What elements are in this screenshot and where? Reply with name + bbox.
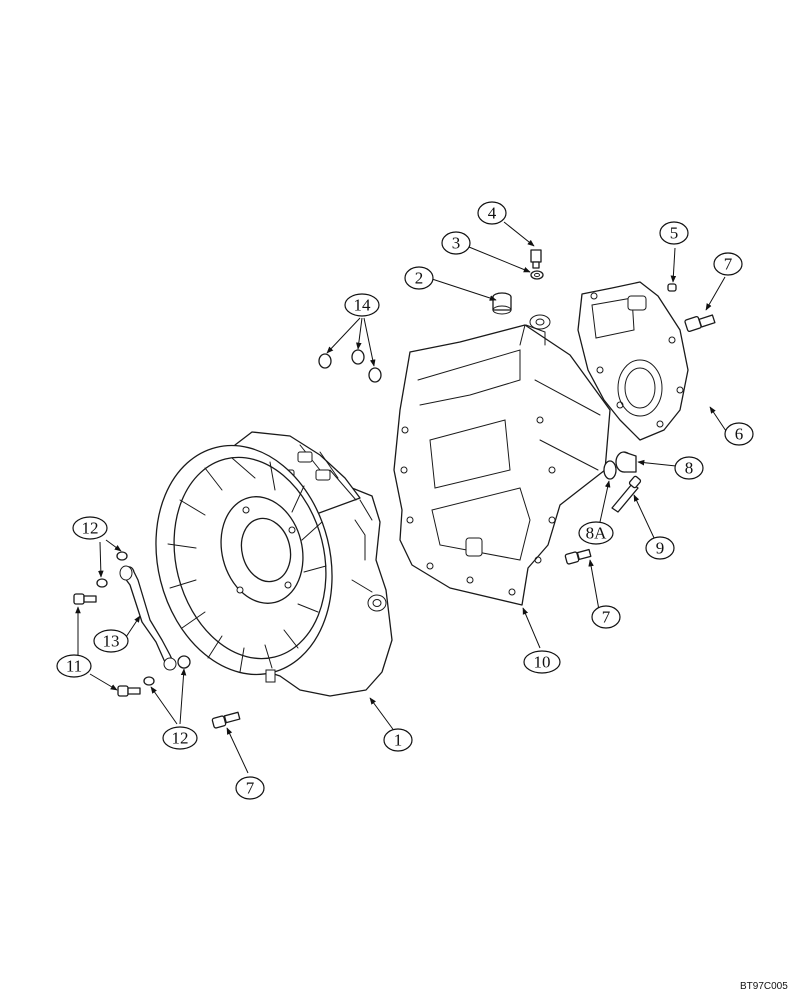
callout-label: 2	[415, 269, 424, 288]
callout-11: 11	[56, 654, 92, 678]
part-bolts-11	[73, 593, 141, 697]
part-bolt-7-rear	[684, 314, 716, 332]
callout-label: 4	[488, 204, 497, 223]
callout-2: 2	[404, 266, 434, 290]
callout-7-rear: 7	[713, 252, 743, 276]
callout-7-case: 7	[591, 605, 621, 629]
part-ground-strap-13	[119, 565, 177, 671]
part-bolt-7-front	[211, 711, 241, 729]
callout-1: 1	[383, 728, 413, 752]
callout-label: 7	[724, 255, 733, 274]
callout-label: 5	[670, 224, 679, 243]
part-breather-plug	[492, 292, 512, 315]
part-bolt-7-case	[564, 548, 592, 565]
part-washer-3	[530, 270, 544, 280]
callout-label: 3	[452, 234, 461, 253]
callout-4: 4	[477, 201, 507, 225]
callout-label: 14	[354, 296, 372, 315]
callout-14: 14	[344, 293, 380, 317]
callout-8: 8	[674, 456, 704, 480]
callouts: 1 2 3 4 5 6 7 7	[56, 201, 754, 800]
callout-5: 5	[659, 221, 689, 245]
part-front-housing	[155, 431, 393, 697]
part-plug-8	[615, 451, 637, 473]
callout-9: 9	[645, 536, 675, 560]
part-main-case	[393, 314, 611, 606]
callout-7-front: 7	[235, 776, 265, 800]
callout-12-lower: 12	[162, 726, 198, 750]
part-bolt-4	[530, 249, 542, 269]
callout-label: 9	[656, 539, 665, 558]
drawing-code: BT97C005	[740, 981, 788, 992]
callout-label: 8	[685, 459, 694, 478]
callout-label: 6	[735, 425, 744, 444]
part-rear-cover	[577, 281, 689, 441]
callout-label: 13	[103, 632, 120, 651]
callout-label: 12	[172, 729, 189, 748]
part-pin-5	[667, 283, 677, 292]
callout-12-upper: 12	[72, 516, 108, 540]
callout-label: 10	[534, 653, 551, 672]
callout-label: 11	[66, 657, 82, 676]
part-orings-14	[318, 349, 382, 383]
callout-label: 7	[246, 779, 255, 798]
part-oring-8a	[603, 460, 617, 480]
callout-13: 13	[93, 629, 129, 653]
callout-10: 10	[523, 650, 561, 674]
part-washers-12	[96, 551, 191, 686]
leader-lines	[75, 221, 731, 774]
callout-label: 8A	[586, 524, 608, 543]
callout-label: 1	[394, 731, 403, 750]
callout-8a: 8A	[578, 521, 614, 545]
callout-6: 6	[724, 422, 754, 446]
callout-label: 7	[602, 608, 611, 627]
part-bolt-9	[611, 475, 642, 513]
callout-3: 3	[441, 231, 471, 255]
callout-label: 12	[82, 519, 99, 538]
